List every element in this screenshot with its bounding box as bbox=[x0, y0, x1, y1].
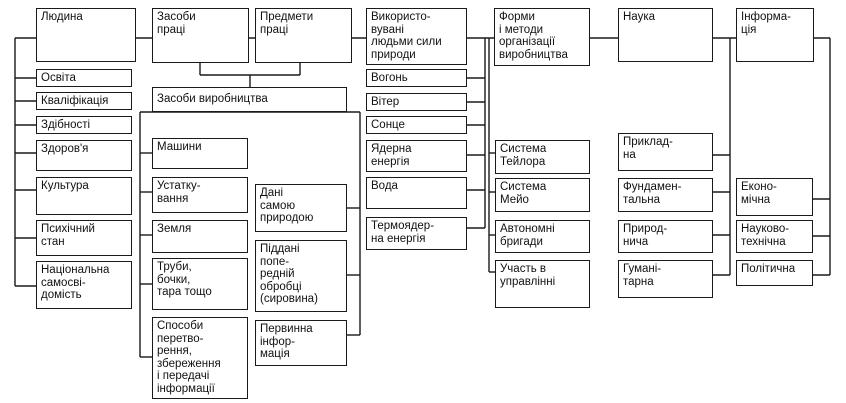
zasoby-item-mashyny: Машини bbox=[152, 138, 248, 169]
informatsiya-item-politychna: Політична bbox=[736, 260, 813, 286]
formy-item-systema-meio: Система Мейо bbox=[495, 178, 590, 212]
predmety-item-dani-pryrodoyu: Дані самою природою bbox=[255, 184, 347, 232]
zasoby-item-zemlya: Земля bbox=[152, 220, 248, 253]
formy-item-uchast-v-upravlinni: Участь в управлінні bbox=[495, 260, 590, 308]
nauka-item-pryrodnycha: Природ- нича bbox=[618, 220, 713, 253]
lyudyna-item-kvalifikatsiya: Кваліфікація bbox=[36, 92, 132, 110]
pryroda-item-yaderna-enerhiya: Ядерна енергія bbox=[366, 140, 467, 172]
predmety-item-pervynna-informatsiya: Первинна інфор- мація bbox=[255, 320, 347, 366]
header-formy-metody: Форми і методи організації виробництва bbox=[494, 8, 590, 66]
header-zasoby-pratsi: Засоби праці bbox=[152, 8, 249, 63]
lyudyna-item-natsionalna-samosvidomist: Національна самосві- домість bbox=[36, 261, 132, 309]
informatsiya-item-ekonomichna: Еконо- мічна bbox=[736, 178, 813, 216]
formy-item-avtonomni-bryhady: Автономні бригади bbox=[495, 220, 590, 253]
pryroda-item-voda: Вода bbox=[366, 177, 467, 209]
pryroda-item-viter: Вітер bbox=[366, 93, 467, 111]
header-lyudyna: Людина bbox=[36, 8, 136, 62]
header-nauka: Наука bbox=[618, 8, 713, 62]
header-syly-pryrody: Використо- вувані людьми сили природи bbox=[366, 8, 467, 65]
pryroda-item-sontse: Сонце bbox=[366, 116, 467, 134]
lyudyna-item-osvita: Освіта bbox=[36, 69, 132, 87]
lyudyna-item-psykhichnyi-stan: Психічний стан bbox=[36, 220, 132, 256]
zasoby-vyrobnytstva: Засоби виробництва bbox=[152, 87, 347, 112]
header-predmety-pratsi: Предмети праці bbox=[255, 8, 352, 63]
nauka-item-fundamentalna: Фундамен- тальна bbox=[618, 178, 713, 212]
lyudyna-item-kultura: Культура bbox=[36, 177, 132, 215]
header-informatsiya: Інформа- ція bbox=[736, 8, 814, 62]
zasoby-item-truby: Труби, бочки, тара тощо bbox=[152, 258, 248, 310]
pryroda-item-termoyaderna-enerhiya: Термоядер- на енергія bbox=[366, 217, 467, 250]
zasoby-item-ustatkuvannya: Устатку- вання bbox=[152, 177, 248, 213]
informatsiya-item-naukovo-tekhnichna: Науково- технічна bbox=[736, 220, 813, 253]
nauka-item-humanitarna: Гумані- тарна bbox=[618, 260, 713, 298]
formy-item-systema-teilora: Система Тейлора bbox=[495, 140, 590, 174]
pryroda-item-vohon: Вогонь bbox=[366, 69, 467, 87]
lyudyna-item-zdorovya: Здоров'я bbox=[36, 140, 132, 171]
lyudyna-item-zdibnosti: Здібності bbox=[36, 116, 132, 134]
zasoby-item-sposoby-peretvorennya: Способи перетво- рення, збереження і пер… bbox=[152, 317, 248, 399]
nauka-item-prykladna: Приклад- на bbox=[618, 133, 713, 171]
predmety-item-pidd-obrobtsi: Піддані попе- редній обробці (сировина) bbox=[255, 240, 347, 312]
